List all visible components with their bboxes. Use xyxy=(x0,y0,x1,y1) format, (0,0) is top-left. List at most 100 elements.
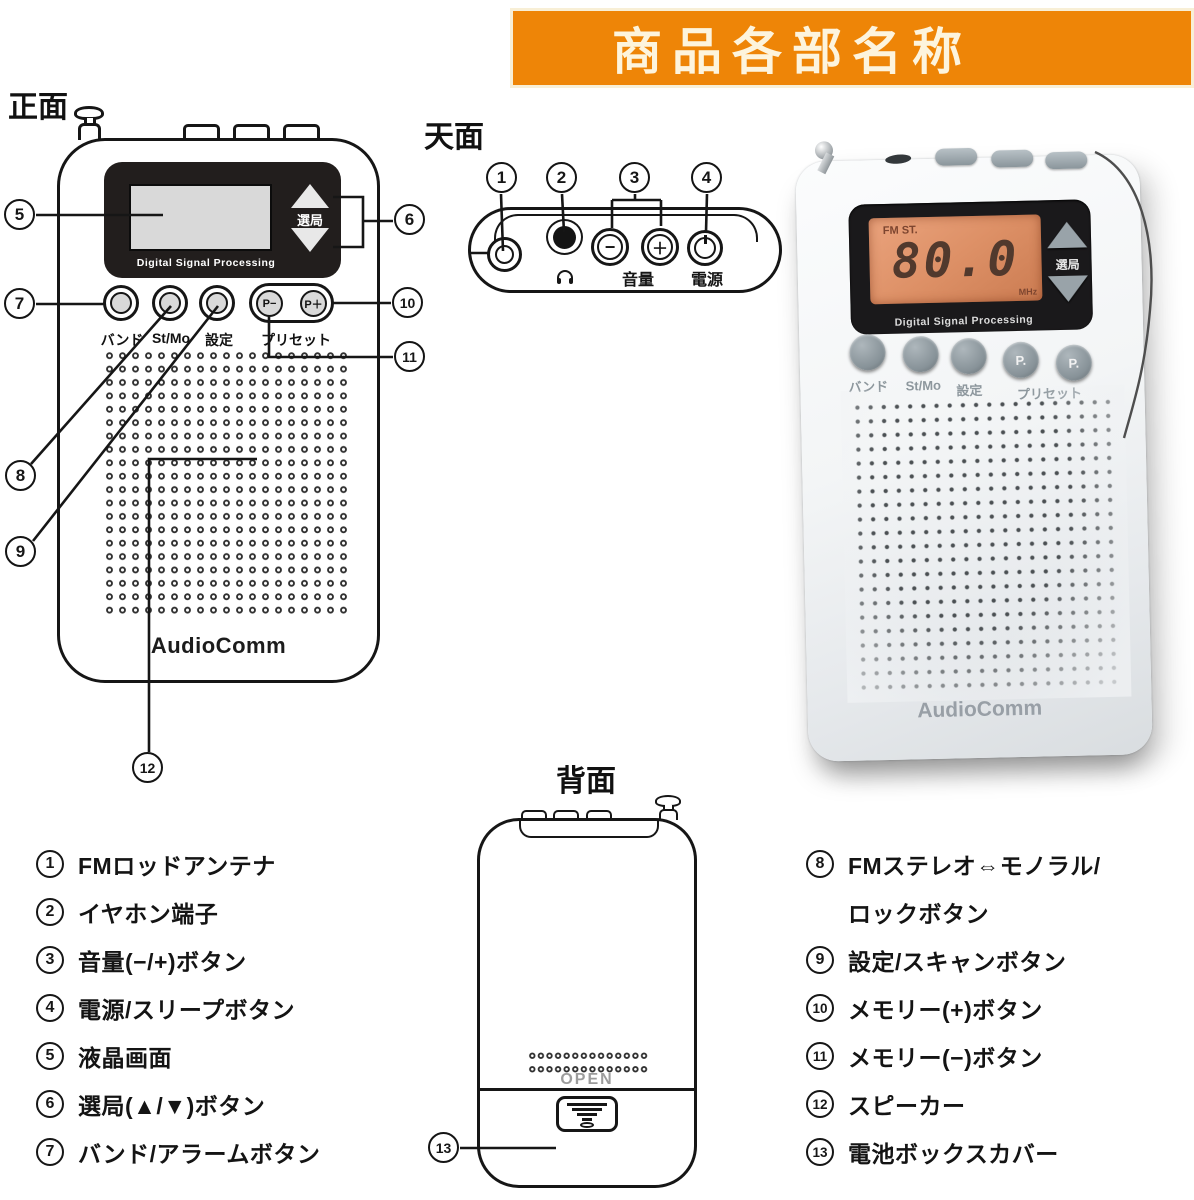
battery-cover-seam xyxy=(479,1088,695,1091)
brand-logo: AudioComm xyxy=(150,633,287,658)
list-item: 12 スピーカー xyxy=(806,1080,1194,1128)
page-title: 商品各部名称 xyxy=(612,24,972,80)
item-number: 12 xyxy=(806,1090,834,1118)
lcd-unit: MHz xyxy=(1018,286,1038,297)
item-text: 液晶画面 xyxy=(78,1045,172,1071)
item-text: 音量(−/+)ボタン xyxy=(78,949,247,975)
tuning-label: 選局 xyxy=(296,213,323,228)
photo-volume-minus-button xyxy=(934,147,978,166)
back-vent-holes xyxy=(528,1049,649,1076)
item-number: 3 xyxy=(36,946,64,974)
callout-5: 5 xyxy=(4,199,35,230)
photo-lcd-bezel: FM ST. 80.0 MHz 選局 Digital Signal Proces… xyxy=(848,199,1094,335)
volume-plus-button: ＋ xyxy=(641,228,679,266)
back-antenna-neck xyxy=(663,805,674,811)
item-text: 電源/スリープボタン xyxy=(78,997,296,1023)
photo-lcd-screen: FM ST. 80.0 MHz xyxy=(868,214,1043,305)
callout-9: 9 xyxy=(5,536,36,567)
headphone-icon xyxy=(557,270,573,284)
photo-stmo-button xyxy=(902,335,940,373)
item-text: イヤホン端子 xyxy=(78,901,219,927)
list-item: 9 設定/スキャンボタン xyxy=(806,936,1194,984)
item-number: 13 xyxy=(806,1138,834,1166)
tune-down-icon xyxy=(291,228,329,252)
photo-band-button xyxy=(849,333,886,371)
callout-13: 13 xyxy=(428,1132,459,1163)
photo-dsp-caption: Digital Signal Processing xyxy=(894,313,1034,329)
callout-2: 2 xyxy=(546,162,577,193)
list-item: 1 FMロッドアンテナ xyxy=(36,840,436,888)
item-number: 5 xyxy=(36,1042,64,1070)
back-inner-edge xyxy=(519,821,659,838)
photo-earphone-jack xyxy=(884,153,912,165)
volume-minus-button: − xyxy=(591,228,629,266)
tune-up-icon xyxy=(291,184,329,208)
list-item: 4 電源/スリープボタン xyxy=(36,984,436,1032)
photo-preset-minus-button: P. xyxy=(1002,341,1040,379)
photo-body: FM ST. 80.0 MHz 選局 Digital Signal Proces… xyxy=(795,141,1153,762)
photo-power-button xyxy=(1045,151,1088,170)
power-button xyxy=(687,230,723,266)
back-antenna-base xyxy=(659,809,678,820)
band-label: バンド xyxy=(100,332,144,348)
list-item-continued: ロックボタン xyxy=(806,888,1194,936)
antenna-base xyxy=(78,123,101,140)
item-number: 11 xyxy=(806,1042,834,1070)
list-item: 6 選局(▲/▼)ボタン xyxy=(36,1080,436,1128)
callout-7: 7 xyxy=(4,288,35,319)
earphone-jack-icon xyxy=(546,219,583,255)
back-view-label: 背面 xyxy=(556,765,616,798)
item-number: 4 xyxy=(36,994,64,1022)
speaker-grille xyxy=(103,349,347,615)
photo-tune-up-icon xyxy=(1046,221,1088,249)
open-label: OPEN xyxy=(560,1071,614,1088)
lcd-screen xyxy=(129,184,272,251)
top-button-bump xyxy=(183,124,220,140)
item-number: 7 xyxy=(36,1138,64,1166)
callout-1: 1 xyxy=(486,162,517,193)
item-text: FMロッドアンテナ xyxy=(78,853,276,879)
photo-set-button xyxy=(950,337,988,375)
item-number: 6 xyxy=(36,1090,64,1118)
list-item: 13 電池ボックスカバー xyxy=(806,1128,1194,1176)
volume-label: 音量 xyxy=(621,272,654,289)
back-body-outline xyxy=(477,818,697,1188)
list-item: 3 音量(−/+)ボタン xyxy=(36,936,436,984)
band-button xyxy=(103,285,139,321)
battery-cover-grip xyxy=(556,1096,618,1132)
preset-minus-button: P− xyxy=(256,290,283,317)
item-text: メモリー(+)ボタン xyxy=(848,997,1043,1023)
top-button-bump xyxy=(233,124,270,140)
title-banner: 商品各部名称 xyxy=(510,8,1194,88)
photo-speaker-fade xyxy=(840,384,1132,703)
preset-label: プリセット xyxy=(261,332,331,348)
antenna-neck xyxy=(84,118,96,125)
top-button-bump xyxy=(283,124,320,140)
item-number: 8 xyxy=(806,850,834,878)
callout-10: 10 xyxy=(392,287,423,318)
photo-tune-down-icon xyxy=(1047,275,1089,303)
set-button xyxy=(199,285,235,321)
rod-antenna-icon xyxy=(487,237,522,272)
top-view-label: 天面 xyxy=(424,121,484,154)
item-text: 電池ボックスカバー xyxy=(848,1141,1059,1167)
item-number: 1 xyxy=(36,850,64,878)
preset-plus-button: P＋ xyxy=(300,290,327,317)
lcd-frequency: 80.0 xyxy=(891,230,1020,290)
callout-4: 4 xyxy=(691,162,722,193)
item-text: スピーカー xyxy=(848,1093,966,1119)
callout-3: 3 xyxy=(619,162,650,193)
item-number: 9 xyxy=(806,946,834,974)
set-label: 設定 xyxy=(205,332,233,348)
item-text: ロックボタン xyxy=(848,901,989,927)
item-text: 設定/スキャンボタン xyxy=(848,949,1067,975)
photo-brand-logo: AudioComm xyxy=(917,696,1043,723)
item-text: 選局(▲/▼)ボタン xyxy=(78,1093,266,1119)
